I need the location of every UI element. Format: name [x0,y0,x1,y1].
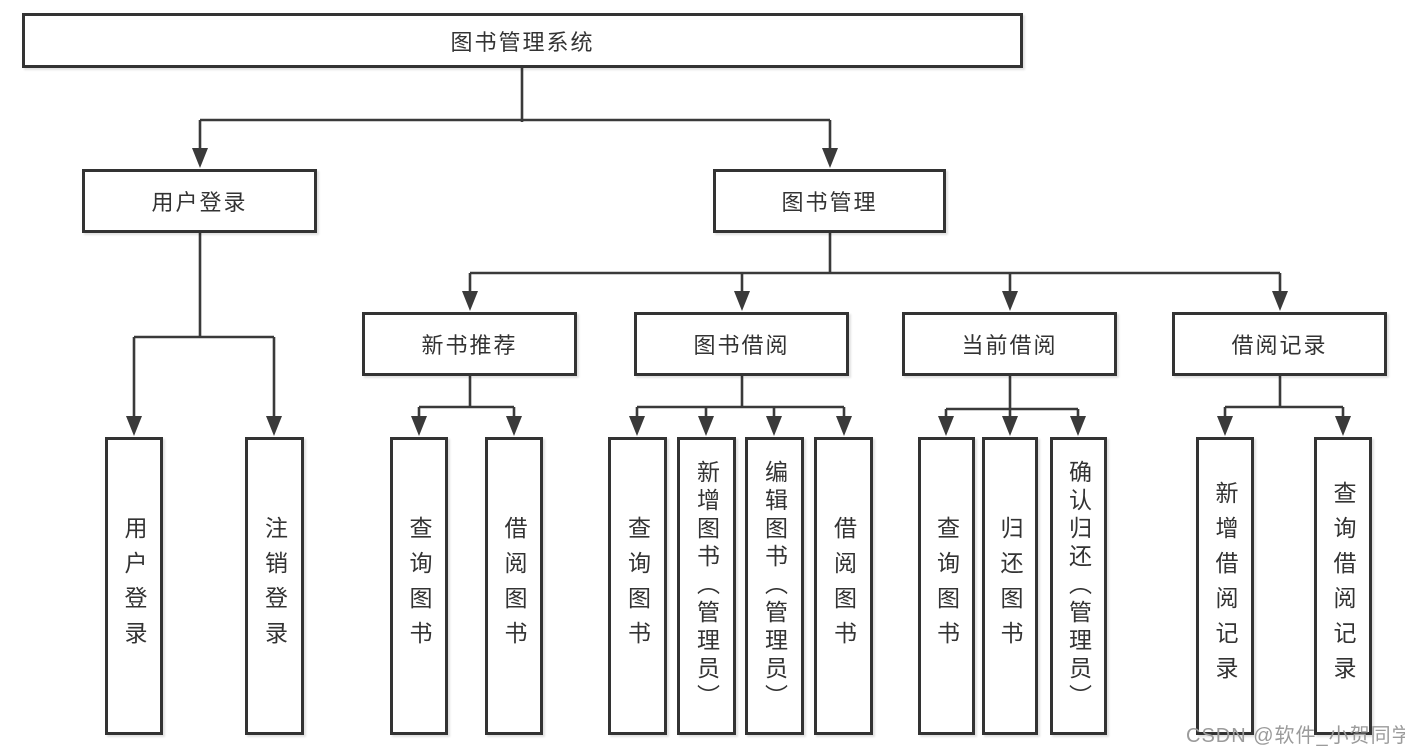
csdn-watermark: CSDN @软件_小贺同学 [1186,725,1405,747]
arrowhead [1002,416,1018,436]
node-current-borrow: 当前借阅 [902,312,1117,376]
node-root: 图书管理系统 [22,13,1023,68]
leaf-edit-books-admin: 编辑图书（管理员） [745,437,804,735]
arrowhead [629,416,645,436]
leaf-current-query-books: 查询图书 [918,437,975,735]
arrowhead [822,148,838,168]
leaf-recommend-query-books: 查询图书 [390,437,448,735]
leaf-user-login: 用户登录 [105,437,163,735]
arrowhead [506,416,522,436]
arrowhead [192,148,208,168]
arrowheads [126,148,1351,436]
connector-paths [132,68,1345,420]
arrowhead [411,416,427,436]
arrowhead [1070,416,1086,436]
arrowhead [938,416,954,436]
arrowhead [1217,416,1233,436]
arrowhead [126,416,142,436]
node-book-borrow: 图书借阅 [634,312,849,376]
arrowhead [836,416,852,436]
node-user-login: 用户登录 [82,169,317,233]
node-new-book-recommend: 新书推荐 [362,312,577,376]
arrowhead [1335,416,1351,436]
leaf-borrow-books: 借阅图书 [814,437,873,735]
arrowhead [1272,291,1288,311]
node-book-management: 图书管理 [713,169,946,233]
arrowhead [1002,291,1018,311]
leaf-return-books: 归还图书 [982,437,1038,735]
arrowhead [462,291,478,311]
leaf-borrow-query-books: 查询图书 [608,437,667,735]
node-borrow-record: 借阅记录 [1172,312,1387,376]
arrowhead [766,416,782,436]
leaf-add-borrow-record: 新增借阅记录 [1196,437,1254,735]
arrowhead [266,416,282,436]
arrowhead [734,291,750,311]
arrowhead [698,416,714,436]
leaf-query-borrow-record: 查询借阅记录 [1314,437,1372,735]
leaf-confirm-return-admin: 确认归还（管理员） [1050,437,1107,735]
leaf-logout: 注销登录 [245,437,304,735]
leaf-recommend-borrow-books: 借阅图书 [485,437,543,735]
leaf-add-books-admin: 新增图书（管理员） [677,437,736,735]
